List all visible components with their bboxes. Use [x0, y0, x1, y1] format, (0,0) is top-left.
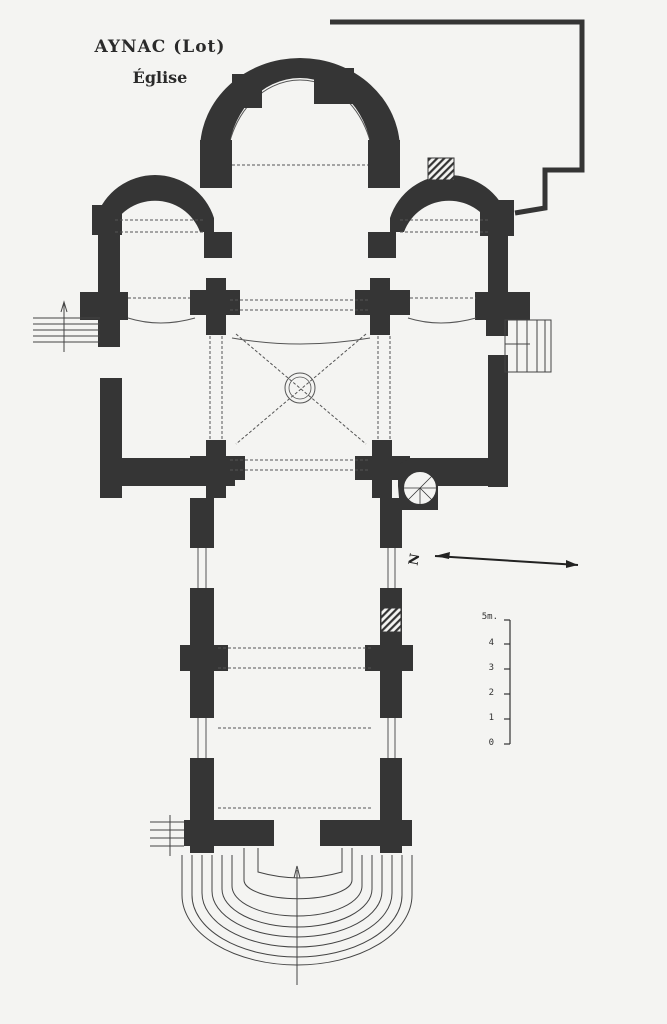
crossing-arch	[231, 337, 371, 345]
left-apsidiole-wall	[96, 175, 214, 232]
sacristy-outline	[330, 19, 585, 216]
nave-hatched-patch	[380, 607, 402, 633]
right-stair	[504, 319, 552, 373]
chapel-piers	[204, 232, 396, 258]
crossing-vault	[115, 164, 488, 471]
north-label: N	[406, 552, 424, 567]
crossing-piers	[190, 278, 410, 498]
north-arrow-icon	[434, 552, 579, 568]
left-stair	[33, 300, 100, 352]
nave-vault-lines	[218, 647, 372, 809]
scale-tick-label: 0	[488, 738, 494, 748]
right-apsidiole-wall	[390, 175, 508, 232]
hatched-patch	[427, 157, 455, 181]
apse-buttresses	[200, 68, 400, 188]
transept-walls	[80, 232, 530, 498]
plan-subtitle: Église	[132, 68, 188, 87]
nave-windows	[197, 548, 396, 758]
scale-tick-label: 4	[488, 638, 494, 648]
scale-tick-label: 3	[488, 663, 494, 673]
scale-tick-label: 2	[488, 688, 494, 698]
plan-title: AYNAC (Lot)	[94, 37, 226, 57]
scale-tick-label: 1	[488, 713, 494, 723]
south-porch-stair	[150, 815, 184, 856]
nave-walls	[180, 498, 413, 853]
entrance-axis	[293, 865, 301, 985]
right-apsidiole-pier	[480, 200, 514, 236]
scale-bar	[504, 619, 511, 745]
scale-unit-label: 5m.	[481, 612, 498, 622]
apse-guides	[111, 71, 499, 231]
spiral-stair	[398, 458, 438, 510]
vault-keystone	[284, 372, 316, 404]
